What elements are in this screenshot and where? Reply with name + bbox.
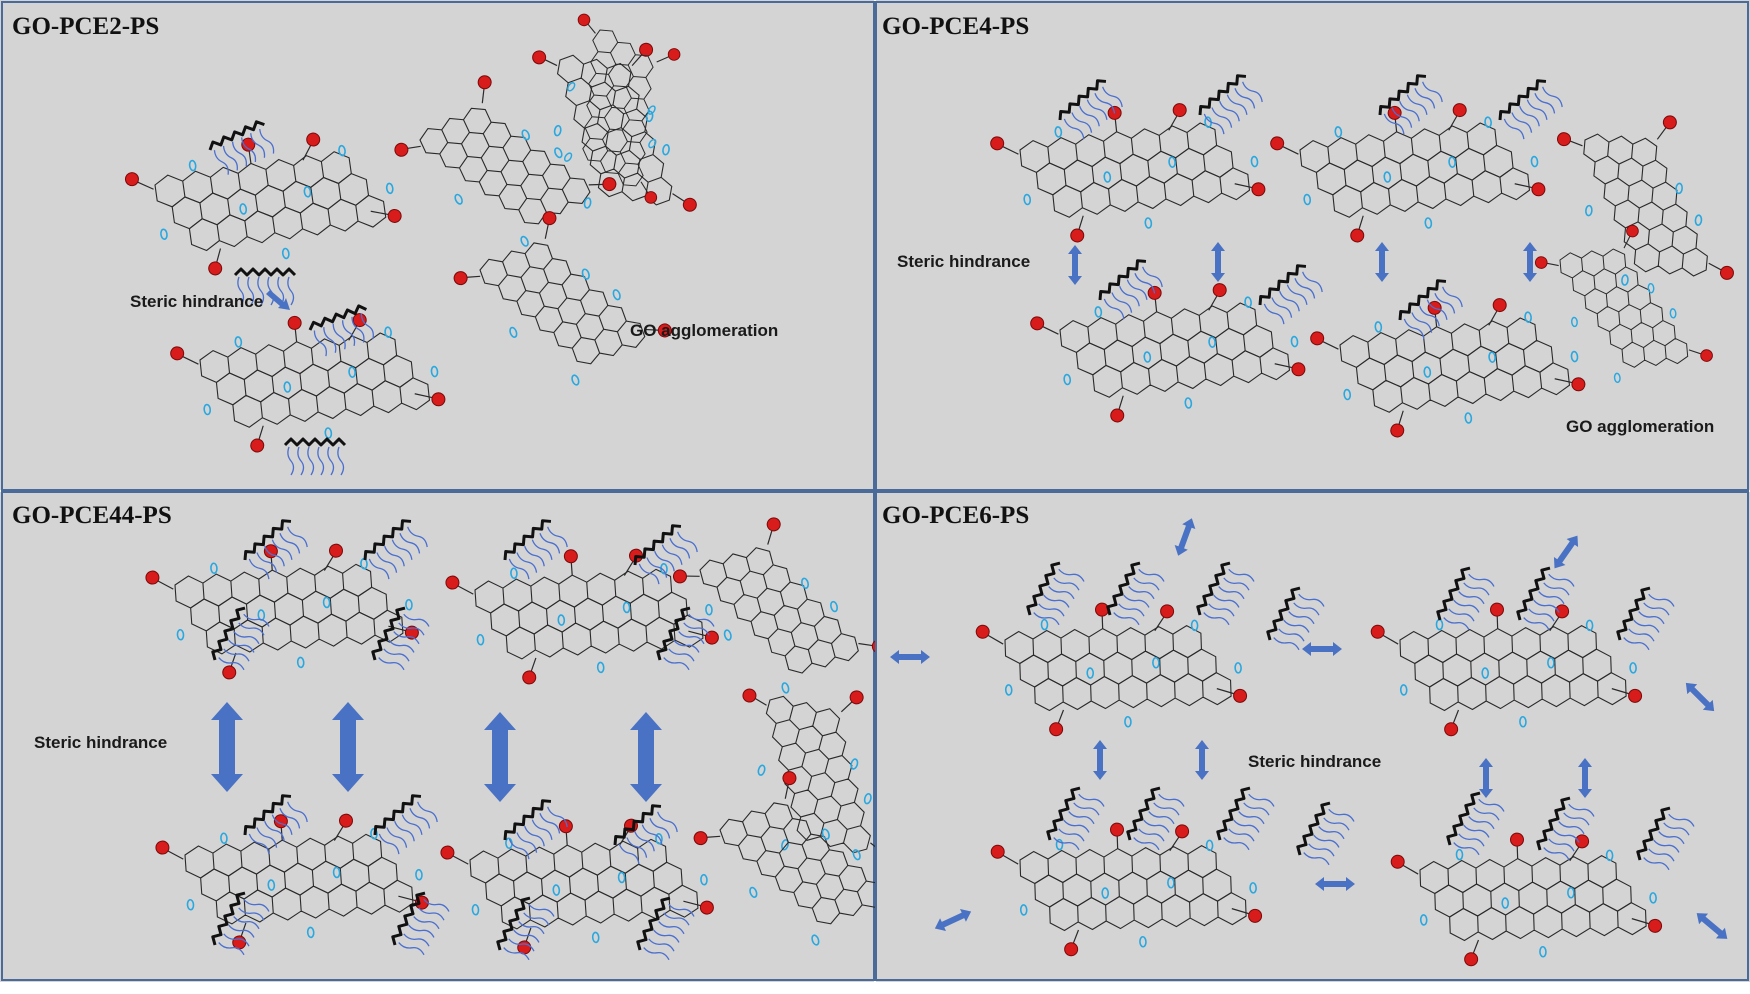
go-agglomeration-label: GO agglomeration xyxy=(1566,417,1714,436)
panel-go-pce4-ps: GO-PCE4-PS Steric hindrance GO agglomera… xyxy=(875,0,1750,491)
steric-hindrance-label: Steric hindrance xyxy=(1248,752,1381,771)
steric-arrow xyxy=(266,290,290,310)
panel-go-pce2-ps: GO-PCE2-PS Steric hindrance GO agglomera… xyxy=(0,0,875,491)
panel-title-go-pce6-ps: GO-PCE6-PS xyxy=(882,502,1029,529)
panel-go-pce44-ps: GO-PCE44-PS Steric hindrance xyxy=(0,491,934,982)
panel-title-go-pce2-ps: GO-PCE2-PS xyxy=(12,13,159,40)
steric-hindrance-label: Steric hindrance xyxy=(897,252,1030,271)
panel-title-go-pce4-ps: GO-PCE4-PS xyxy=(882,13,1029,40)
steric-hindrance-label: Steric hindrance xyxy=(34,733,167,752)
panel-title-go-pce44-ps: GO-PCE44-PS xyxy=(12,502,172,529)
steric-hindrance-label: Steric hindrance xyxy=(130,292,263,311)
panel-go-pce6-ps: GO-PCE6-PS Steric hindrance xyxy=(875,491,1750,982)
go-agglomeration-label: GO agglomeration xyxy=(630,321,778,340)
